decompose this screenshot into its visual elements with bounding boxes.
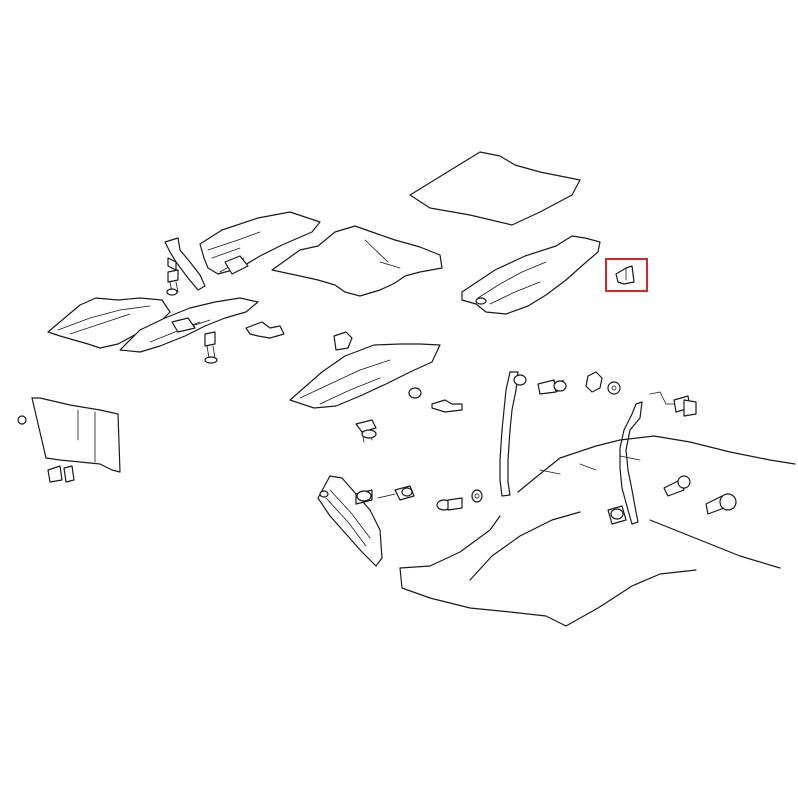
bolt-left-upper[interactable] xyxy=(167,270,178,295)
nut-left[interactable] xyxy=(18,416,26,424)
washer-pedal[interactable] xyxy=(472,490,482,502)
floor-mat-rear[interactable] xyxy=(410,152,580,225)
nut-rod-center[interactable] xyxy=(586,372,602,392)
heat-shield-right[interactable] xyxy=(462,236,600,314)
kick-panel-left[interactable] xyxy=(32,398,120,482)
bolt-center-lower[interactable] xyxy=(356,420,376,442)
tray-left-lower[interactable] xyxy=(48,298,170,348)
cap-right-lower[interactable] xyxy=(608,506,626,524)
bolt-right-lower[interactable] xyxy=(706,494,736,514)
bolt-right-upper[interactable] xyxy=(674,396,696,416)
bolt-pedal-right[interactable] xyxy=(378,486,414,500)
bolt-pedal-left[interactable] xyxy=(356,490,372,504)
bracket-center[interactable] xyxy=(120,298,258,352)
bolt-rod-left[interactable] xyxy=(538,380,566,394)
highlight-box xyxy=(606,259,647,291)
accelerator-pedal[interactable] xyxy=(318,476,382,566)
washer-rod-center[interactable] xyxy=(608,382,620,394)
floor-mat-front[interactable] xyxy=(272,226,442,296)
bolt-right-mid[interactable] xyxy=(664,476,690,496)
floor-tunnel xyxy=(400,436,795,626)
pedal-rod-left[interactable] xyxy=(500,372,526,496)
heat-shield-center[interactable] xyxy=(290,332,462,412)
pedal-rod-right[interactable] xyxy=(620,392,680,524)
tray-left-upper[interactable] xyxy=(200,212,320,274)
bracket-left-upper[interactable] xyxy=(165,238,205,290)
clip-highlighted[interactable] xyxy=(606,259,647,291)
bolt-pedal-nut[interactable] xyxy=(437,498,462,510)
clip-small[interactable] xyxy=(246,322,284,338)
bolt-center[interactable] xyxy=(205,332,217,363)
